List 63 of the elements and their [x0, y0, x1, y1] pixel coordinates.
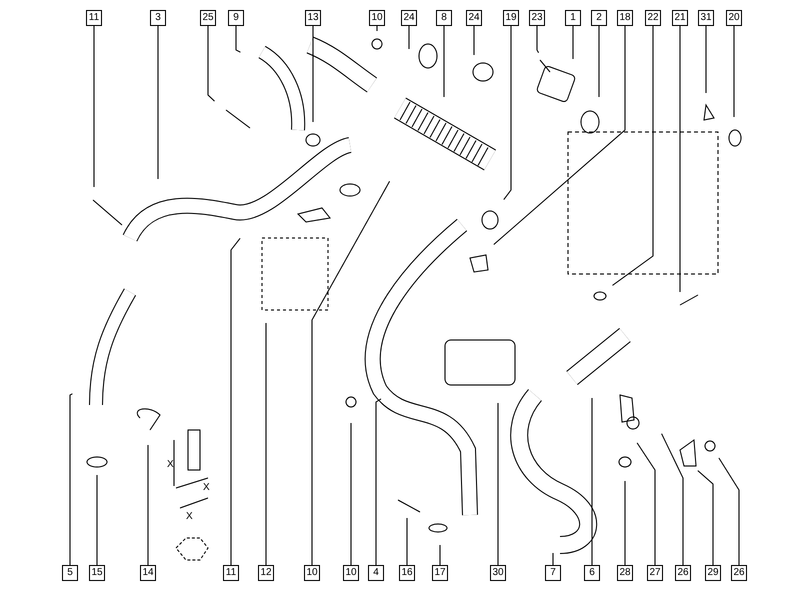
callout-number: 22 — [645, 10, 661, 26]
leader-line — [636, 442, 656, 566]
callout-number: 5 — [62, 565, 78, 581]
leader-line — [718, 458, 740, 566]
leader-line — [624, 480, 626, 566]
callout-number: 1 — [565, 10, 581, 26]
callout-number: 11 — [86, 10, 102, 26]
leader-line — [598, 26, 600, 98]
leader-line — [312, 180, 390, 566]
leader-line — [536, 26, 540, 54]
callout-number: 20 — [726, 10, 742, 26]
dimension-label: X — [203, 483, 210, 493]
leader-line — [503, 26, 512, 200]
leader-line — [612, 26, 654, 286]
leader-line — [552, 552, 554, 566]
leader-line — [208, 26, 215, 102]
leader-line — [697, 470, 714, 566]
leader-line — [236, 26, 241, 53]
leader-line — [661, 433, 684, 566]
leader-line — [312, 26, 314, 122]
callout-number: 7 — [545, 565, 561, 581]
callout-number: 2 — [591, 10, 607, 26]
callout-number: 12 — [258, 565, 274, 581]
leader-line — [493, 26, 626, 245]
leader-line — [376, 398, 382, 566]
callout-number: 24 — [401, 10, 417, 26]
callout-number: 8 — [436, 10, 452, 26]
leader-line — [70, 393, 73, 566]
callout-number: 30 — [490, 565, 506, 581]
callout-number: 16 — [399, 565, 415, 581]
leader-line — [96, 474, 98, 566]
leader-line — [572, 26, 574, 60]
callout-number: 31 — [698, 10, 714, 26]
callout-number: 26 — [731, 565, 747, 581]
callout-number: 18 — [617, 10, 633, 26]
callout-number: 25 — [200, 10, 216, 26]
callout-number: 23 — [529, 10, 545, 26]
leader-line — [408, 26, 410, 50]
dimension-label: X — [186, 512, 193, 522]
callout-number: 28 — [617, 565, 633, 581]
callout-number: 10 — [304, 565, 320, 581]
callout-number: 27 — [647, 565, 663, 581]
callout-number: 3 — [150, 10, 166, 26]
callout-number: 11 — [223, 565, 239, 581]
dimension-label: X — [167, 460, 174, 470]
callout-number: 26 — [675, 565, 691, 581]
callout-number: 15 — [89, 565, 105, 581]
callout-number: 17 — [432, 565, 448, 581]
callout-number: 14 — [140, 565, 156, 581]
callout-number: 9 — [228, 10, 244, 26]
callout-number: 19 — [503, 10, 519, 26]
leader-line — [376, 26, 378, 32]
leader-line — [350, 422, 352, 566]
leader-line — [406, 518, 408, 566]
callout-number: 10 — [343, 565, 359, 581]
callout-number: 29 — [705, 565, 721, 581]
callout-number: 4 — [368, 565, 384, 581]
callout-number: 10 — [369, 10, 385, 26]
leader-line — [230, 238, 241, 566]
callout-number: 13 — [305, 10, 321, 26]
callout-number: 24 — [466, 10, 482, 26]
callout-number: 6 — [584, 565, 600, 581]
callout-number: 21 — [672, 10, 688, 26]
